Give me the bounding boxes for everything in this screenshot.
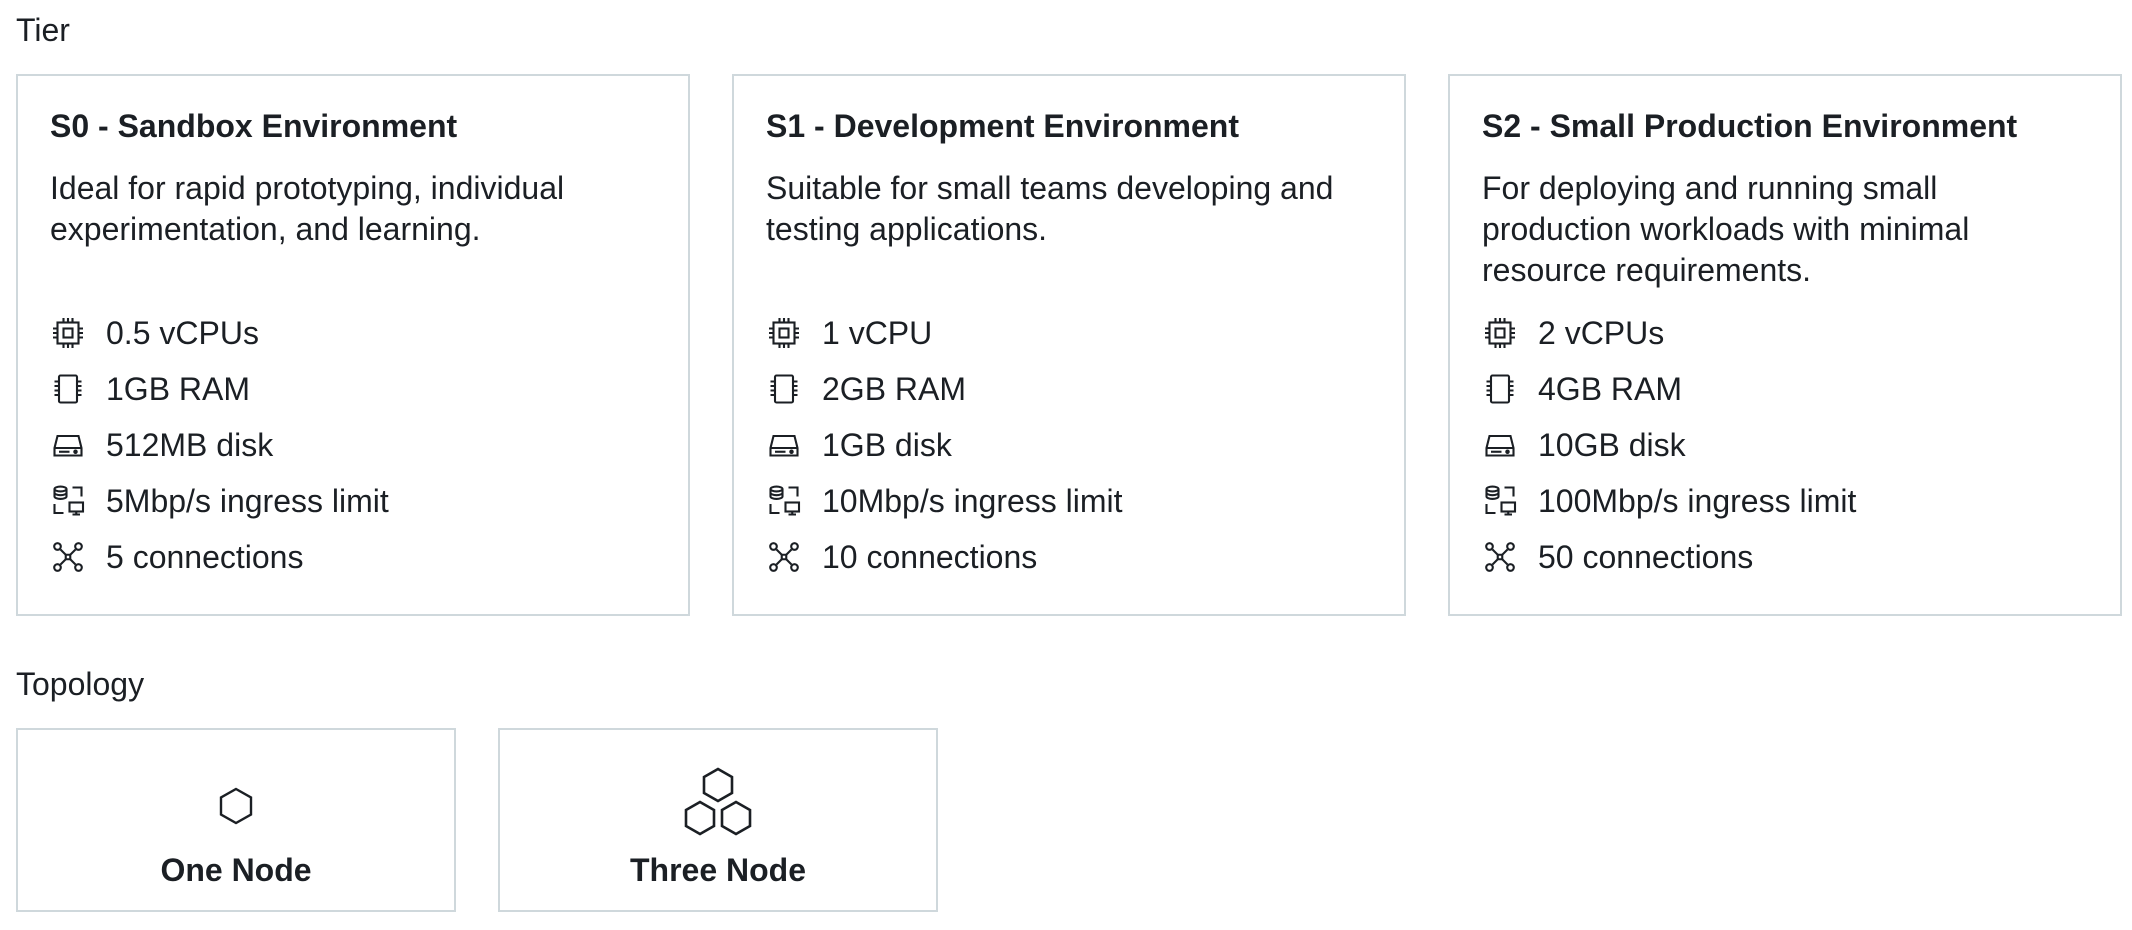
topology-section-label: Topology (16, 666, 145, 702)
tier-card-title: S1 - Development Environment (766, 108, 1239, 144)
spec-text: 10Mbp/s ingress limit (822, 482, 1123, 519)
spec-connections: 5 connections (50, 529, 656, 585)
spec-cpu: 1 vCPU (766, 305, 1372, 361)
spec-list: 0.5 vCPUs 1GB RAM 512MB disk 5Mbp/s ingr… (50, 305, 656, 585)
tier-options: S0 - Sandbox Environment Ideal for rapid… (16, 74, 2122, 616)
tier-card-s0[interactable]: S0 - Sandbox Environment Ideal for rapid… (16, 74, 690, 616)
spec-connections: 10 connections (766, 529, 1372, 585)
spec-text: 10 connections (822, 538, 1038, 575)
spec-cpu: 2 vCPUs (1482, 305, 2088, 361)
tier-card-description: For deploying and running small producti… (1482, 170, 1970, 288)
tier-card-s2[interactable]: S2 - Small Production Environment For de… (1448, 74, 2122, 616)
spec-text: 5Mbp/s ingress limit (106, 482, 389, 519)
network-icon (766, 483, 802, 519)
connections-icon (1482, 539, 1518, 575)
memory-icon (1482, 371, 1518, 407)
spec-text: 50 connections (1538, 538, 1754, 575)
topology-card-label: One Node (160, 852, 312, 888)
spec-disk: 512MB disk (50, 417, 656, 473)
tier-card-s1[interactable]: S1 - Development Environment Suitable fo… (732, 74, 1406, 616)
tier-card-title: S2 - Small Production Environment (1482, 108, 2018, 144)
spec-list: 1 vCPU 2GB RAM 1GB disk 10Mbp/s ingress … (766, 305, 1372, 585)
memory-icon (50, 371, 86, 407)
network-icon (1482, 483, 1518, 519)
spec-text: 1GB disk (822, 426, 952, 463)
spec-text: 2GB RAM (822, 370, 967, 407)
spec-list: 2 vCPUs 4GB RAM 10GB disk 100Mbp/s ingre… (1482, 305, 2088, 585)
spec-text: 512MB disk (106, 426, 274, 463)
spec-memory: 2GB RAM (766, 361, 1372, 417)
spec-text: 10GB disk (1538, 426, 1686, 463)
spec-text: 1 vCPU (822, 314, 933, 351)
topology-options: One Node Three Node (16, 728, 938, 912)
tier-card-description: Ideal for rapid prototyping, individual … (50, 170, 565, 247)
disk-icon (1482, 427, 1518, 463)
spec-disk: 10GB disk (1482, 417, 2088, 473)
spec-network: 10Mbp/s ingress limit (766, 473, 1372, 529)
spec-connections: 50 connections (1482, 529, 2088, 585)
spec-text: 100Mbp/s ingress limit (1538, 482, 1857, 519)
spec-text: 1GB RAM (106, 370, 251, 407)
cpu-icon (766, 315, 802, 351)
spec-cpu: 0.5 vCPUs (50, 305, 656, 361)
spec-text: 2 vCPUs (1538, 314, 1665, 351)
spec-network: 5Mbp/s ingress limit (50, 473, 656, 529)
spec-text: 0.5 vCPUs (106, 314, 259, 351)
spec-text: 5 connections (106, 538, 304, 575)
connections-icon (766, 539, 802, 575)
network-icon (50, 483, 86, 519)
cpu-icon (1482, 315, 1518, 351)
tier-section-label: Tier (16, 12, 70, 48)
topology-card-label: Three Node (629, 852, 807, 888)
tier-card-description: Suitable for small teams developing and … (766, 170, 1334, 247)
topology-card-one-node[interactable]: One Node (16, 728, 456, 912)
memory-icon (766, 371, 802, 407)
single-hexagon-icon (216, 756, 256, 856)
spec-disk: 1GB disk (766, 417, 1372, 473)
connections-icon (50, 539, 86, 575)
spec-network: 100Mbp/s ingress limit (1482, 473, 2088, 529)
three-hexagons-icon (678, 754, 758, 854)
spec-memory: 1GB RAM (50, 361, 656, 417)
disk-icon (50, 427, 86, 463)
tier-card-title: S0 - Sandbox Environment (50, 108, 458, 144)
topology-card-three-node[interactable]: Three Node (498, 728, 938, 912)
cpu-icon (50, 315, 86, 351)
disk-icon (766, 427, 802, 463)
spec-memory: 4GB RAM (1482, 361, 2088, 417)
spec-text: 4GB RAM (1538, 370, 1683, 407)
